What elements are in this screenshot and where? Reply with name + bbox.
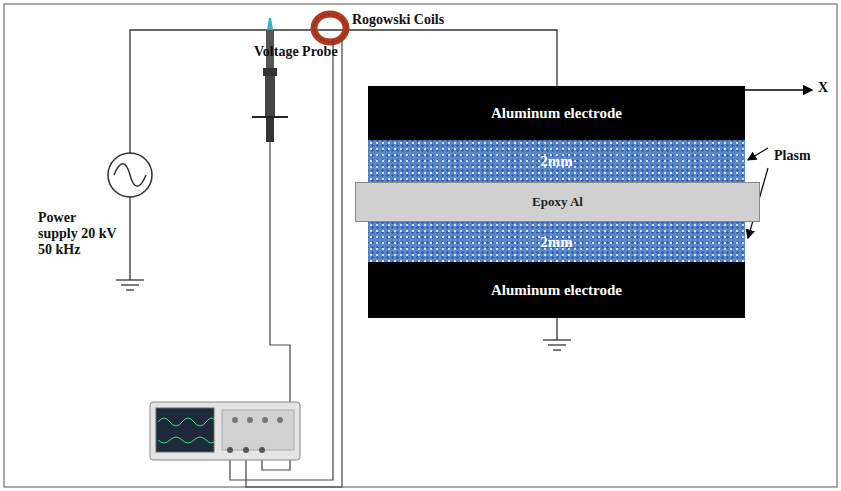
axis-arrow: [745, 89, 812, 90]
ground-symbol: [543, 340, 571, 350]
text-label: Rogowski Coils: [352, 12, 482, 28]
node-label: 2mm: [540, 153, 573, 170]
electrode-plate: Aluminum electrode: [368, 86, 745, 140]
node-label: Epoxy Al: [532, 194, 583, 210]
ac-source: [108, 153, 152, 197]
text-label: X: [818, 80, 836, 96]
text-label: Power supply 20 kV 50 kHz: [38, 210, 118, 258]
oscilloscope: [150, 402, 300, 460]
text-label: Plasm: [774, 148, 829, 164]
frame: [4, 4, 837, 487]
node-label: 2mm: [540, 234, 573, 251]
node-label: Aluminum electrode: [491, 282, 622, 299]
plasma-gap: 2mm: [368, 140, 745, 182]
electrode-plate: Aluminum electrode: [368, 262, 745, 318]
dielectric-sample: Epoxy Al: [355, 182, 760, 222]
plasma-gap: 2mm: [368, 222, 745, 262]
text-label: Voltage Probe: [254, 44, 364, 60]
node-label: Aluminum electrode: [491, 105, 622, 122]
ground-symbol: [116, 280, 144, 290]
leader-line: [748, 148, 768, 160]
